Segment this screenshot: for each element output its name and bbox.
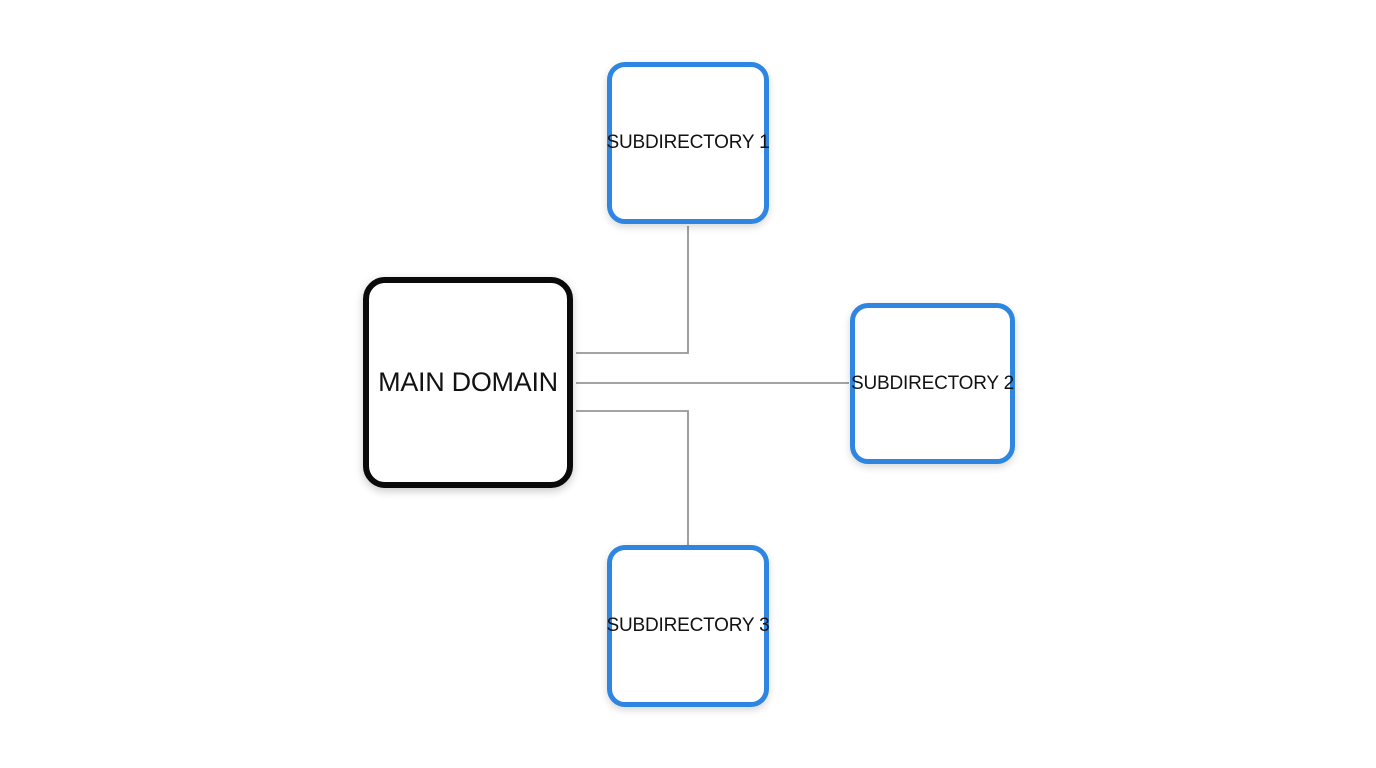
node-subdirectory-1-label: SUBDIRECTORY 1 [606,132,770,153]
connector-main-to-subdirectory-3 [576,410,689,546]
node-subdirectory-3-label: SUBDIRECTORY 3 [606,615,770,636]
node-main-domain[interactable]: MAIN DOMAIN [363,277,573,488]
node-subdirectory-2-label: SUBDIRECTORY 2 [851,372,1014,394]
node-subdirectory-1[interactable]: SUBDIRECTORY 1 [606,62,770,224]
node-main-domain-label: MAIN DOMAIN [378,367,558,397]
connector-main-to-subdirectory-1 [576,226,689,354]
node-subdirectory-2[interactable]: SUBDIRECTORY 2 [850,303,1015,464]
node-subdirectory-3[interactable]: SUBDIRECTORY 3 [606,545,770,707]
